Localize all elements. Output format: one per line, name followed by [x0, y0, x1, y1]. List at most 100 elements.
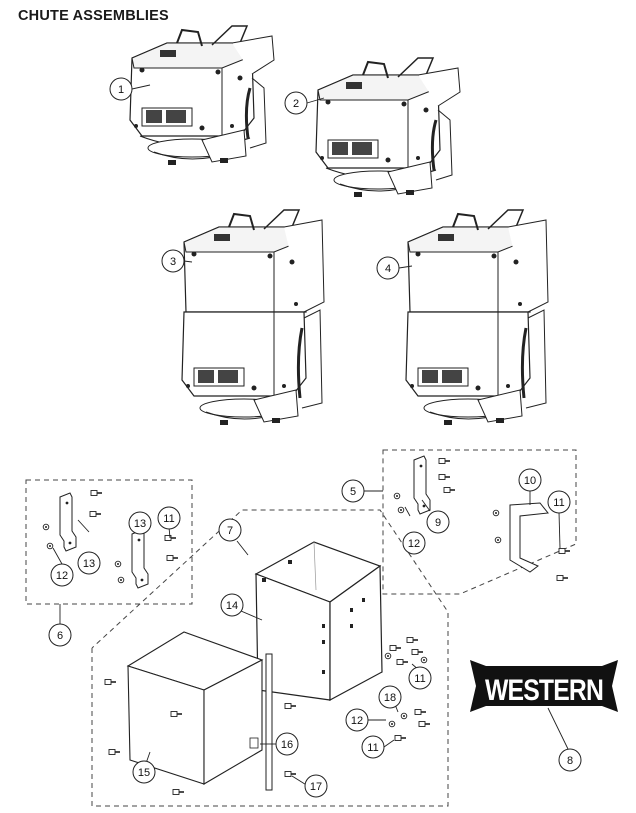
- nut-icon: [46, 542, 54, 550]
- rod-part-16: [265, 653, 273, 791]
- leader-lines: [52, 84, 569, 787]
- chute-assembly-1: [128, 24, 276, 167]
- svg-text:10: 10: [524, 475, 536, 487]
- callout-10: 10: [518, 468, 542, 492]
- nut-icon: [420, 656, 428, 664]
- callout-13: 13: [128, 511, 152, 535]
- callout-11: 11: [157, 506, 181, 530]
- svg-text:9: 9: [435, 517, 441, 529]
- bolt-icon: [443, 486, 456, 494]
- nut-icon: [494, 536, 502, 544]
- kit-6-dashed-outline: [25, 479, 193, 605]
- kit-7-dashed-outline: [91, 509, 449, 807]
- bolt-icon: [90, 489, 103, 497]
- svg-text:15: 15: [138, 767, 150, 779]
- svg-text:12: 12: [351, 715, 363, 727]
- bolt-icon: [104, 678, 117, 686]
- panel-part-15: [126, 631, 264, 785]
- svg-text:6: 6: [57, 630, 63, 642]
- kit-5-dashed-outline: [382, 449, 577, 595]
- bolt-icon: [394, 734, 407, 742]
- callout-5: 5: [341, 479, 365, 503]
- nut-icon: [400, 712, 408, 720]
- svg-text:4: 4: [385, 263, 391, 275]
- callout-2: 2: [284, 91, 308, 115]
- svg-text:WESTERN: WESTERN: [485, 674, 603, 707]
- bolt-icon: [556, 574, 569, 582]
- bracket-part-13: [131, 529, 149, 589]
- nut-icon: [492, 509, 500, 517]
- svg-text:5: 5: [350, 486, 356, 498]
- callout-3: 3: [161, 249, 185, 273]
- bolt-icon: [284, 770, 297, 778]
- callout-11: 11: [547, 490, 571, 514]
- bolt-icon: [438, 473, 451, 481]
- western-logo: WESTERN: [470, 660, 618, 712]
- bolt-icon: [172, 788, 185, 796]
- bolt-icon: [558, 547, 571, 555]
- chute-assembly-3: [180, 208, 326, 427]
- bracket-part-13: [59, 492, 77, 552]
- svg-text:1: 1: [118, 84, 124, 96]
- bracket-part-9: [413, 455, 431, 515]
- nut-icon: [114, 560, 122, 568]
- svg-text:18: 18: [384, 692, 396, 704]
- bolt-icon: [406, 636, 419, 644]
- svg-text:16: 16: [281, 739, 293, 751]
- callout-8: 8: [558, 748, 582, 772]
- callout-6: 6: [48, 623, 72, 647]
- svg-text:13: 13: [134, 518, 146, 530]
- chute-assembly-2: [314, 56, 462, 199]
- callout-7: 7: [218, 518, 242, 542]
- bolt-icon: [389, 644, 402, 652]
- svg-text:2: 2: [293, 98, 299, 110]
- nut-icon: [393, 492, 401, 500]
- svg-text:14: 14: [226, 600, 238, 612]
- callout-12: 12: [345, 708, 369, 732]
- chute-assembly-4: [404, 208, 550, 427]
- nut-icon: [117, 576, 125, 584]
- page-title: CHUTE ASSEMBLIES: [18, 8, 169, 24]
- bolt-icon: [166, 554, 179, 562]
- callout-9: 9: [426, 510, 450, 534]
- bolt-icon: [438, 457, 451, 465]
- nut-icon: [397, 506, 405, 514]
- svg-text:12: 12: [56, 570, 68, 582]
- svg-text:11: 11: [367, 742, 378, 754]
- callout-17: 17: [304, 774, 328, 798]
- bracket-part-10: [509, 502, 549, 573]
- svg-text:11: 11: [553, 497, 564, 509]
- svg-text:8: 8: [567, 755, 573, 767]
- callout-11: 11: [408, 666, 432, 690]
- callout-1: 1: [109, 77, 133, 101]
- svg-text:11: 11: [414, 673, 425, 685]
- callout-14: 14: [220, 593, 244, 617]
- callout-4: 4: [376, 256, 400, 280]
- nut-icon: [42, 523, 50, 531]
- svg-text:3: 3: [170, 256, 176, 268]
- callout-11: 11: [361, 735, 385, 759]
- svg-text:7: 7: [227, 525, 233, 537]
- svg-text:17: 17: [310, 781, 322, 793]
- svg-text:11: 11: [163, 513, 174, 525]
- bolt-icon: [418, 720, 431, 728]
- bolt-icon: [284, 702, 297, 710]
- nut-icon: [384, 652, 392, 660]
- bolt-icon: [108, 748, 121, 756]
- callout-15: 15: [132, 760, 156, 784]
- bolt-icon: [89, 510, 102, 518]
- bolt-icon: [164, 534, 177, 542]
- box-part-14: [254, 541, 383, 702]
- svg-text:12: 12: [408, 538, 420, 550]
- bolt-icon: [411, 648, 424, 656]
- bolt-icon: [414, 708, 427, 716]
- bolt-icon: [396, 658, 409, 666]
- callout-16: 16: [275, 732, 299, 756]
- callout-18: 18: [378, 685, 402, 709]
- svg-text:13: 13: [83, 558, 95, 570]
- callout-12: 12: [402, 531, 426, 555]
- nut-icon: [388, 720, 396, 728]
- callout-12: 12: [50, 563, 74, 587]
- callout-13: 13: [77, 551, 101, 575]
